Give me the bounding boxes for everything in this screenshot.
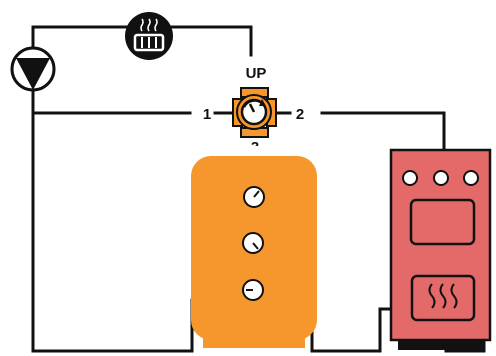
- pipe-boiler-return: [310, 307, 394, 353]
- gauge-icon: [242, 232, 264, 254]
- port-label-up: UP: [246, 65, 267, 82]
- pipe-network: [31, 25, 486, 353]
- pipe-port-2: [320, 111, 446, 152]
- gauge-icon: [243, 186, 265, 208]
- heat-waves-icon: [428, 283, 458, 309]
- pipe-pump-return: [31, 84, 207, 353]
- mixing-valve-icon: [232, 87, 277, 138]
- port-label-2: 2: [296, 106, 304, 123]
- pipe-supply-top: [31, 25, 128, 52]
- gauge-icon: [242, 279, 264, 301]
- radiator-icon: [125, 12, 173, 60]
- boiler: [389, 148, 492, 350]
- pipe-radiator-to-valve: [170, 25, 253, 57]
- pump-icon: [10, 46, 56, 92]
- port-label-1: 1: [203, 106, 211, 123]
